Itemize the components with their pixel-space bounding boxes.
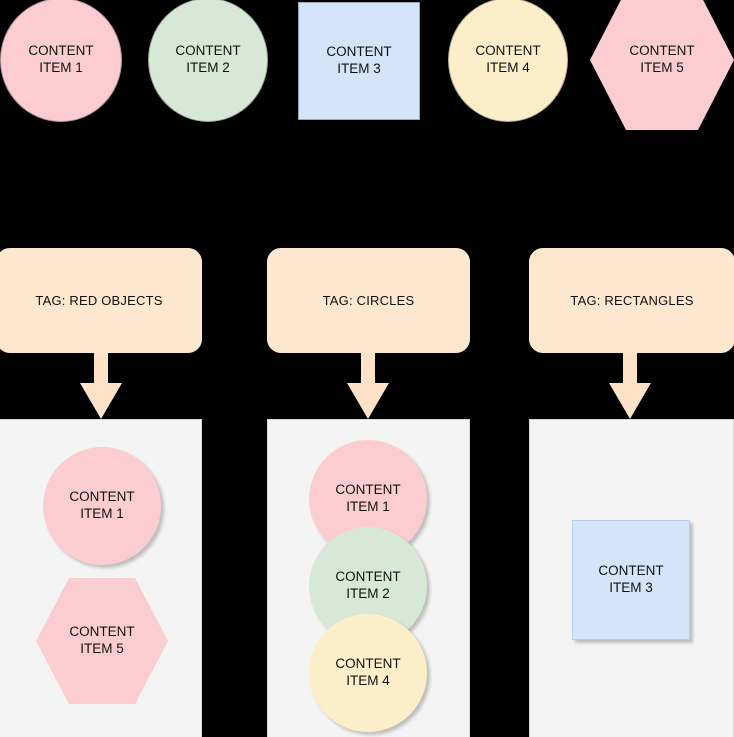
shape-result-item-1[interactable]: CONTENT ITEM 1	[43, 447, 161, 565]
shape-label: CONTENT ITEM 1	[335, 482, 401, 514]
tag-red-objects[interactable]: TAG: RED OBJECTS	[0, 248, 202, 353]
shape-item-4[interactable]: CONTENT ITEM 4	[448, 0, 568, 122]
shape-label: CONTENT ITEM 3	[598, 563, 664, 595]
arrow-head	[609, 383, 651, 419]
arrow-head	[347, 383, 389, 419]
arrow-shaft	[361, 353, 375, 385]
arrow-down-icon-tag-rectangles	[599, 353, 661, 419]
tag-label: TAG: RED OBJECTS	[35, 293, 163, 308]
shape-result-item-5[interactable]: CONTENT ITEM 5	[36, 578, 168, 704]
shape-label: CONTENT ITEM 2	[175, 43, 241, 75]
arrow-shaft	[94, 353, 108, 385]
shape-item-3[interactable]: CONTENT ITEM 3	[298, 2, 420, 120]
arrow-down-icon-tag-red-objects	[70, 353, 132, 419]
shape-label: CONTENT ITEM 2	[335, 569, 401, 601]
panel-rectangles[interactable]: CONTENT ITEM 3	[529, 419, 734, 737]
tag-rectangles[interactable]: TAG: RECTANGLES	[529, 248, 734, 353]
shape-label: CONTENT ITEM 5	[629, 43, 695, 75]
shape-label: CONTENT ITEM 4	[475, 43, 541, 75]
arrow-shaft	[623, 353, 637, 385]
shape-item-1[interactable]: CONTENT ITEM 1	[0, 0, 122, 122]
shape-item-5[interactable]: CONTENT ITEM 5	[590, 0, 734, 130]
shape-label: CONTENT ITEM 5	[69, 624, 135, 656]
shape-result-item-3[interactable]: CONTENT ITEM 3	[572, 520, 690, 640]
shape-label: CONTENT ITEM 1	[28, 43, 94, 75]
arrow-head	[80, 383, 122, 419]
shape-item-2[interactable]: CONTENT ITEM 2	[148, 0, 268, 122]
shape-label: CONTENT ITEM 4	[335, 656, 401, 688]
tag-label: TAG: CIRCLES	[322, 293, 415, 308]
shape-label: CONTENT ITEM 1	[69, 489, 135, 521]
panel-circles[interactable]: CONTENT ITEM 1 CONTENT ITEM 2 CONTENT ITEM…	[267, 419, 470, 737]
shape-result-item-4[interactable]: CONTENT ITEM 4	[309, 614, 427, 732]
tag-circles[interactable]: TAG: CIRCLES	[267, 248, 470, 353]
arrow-down-icon-tag-circles	[337, 353, 399, 419]
panel-red-objects[interactable]: CONTENT ITEM 1 CONTENT ITEM 5	[0, 419, 202, 737]
shape-label: CONTENT ITEM 3	[326, 44, 392, 76]
tag-label: TAG: RECTANGLES	[570, 293, 694, 308]
